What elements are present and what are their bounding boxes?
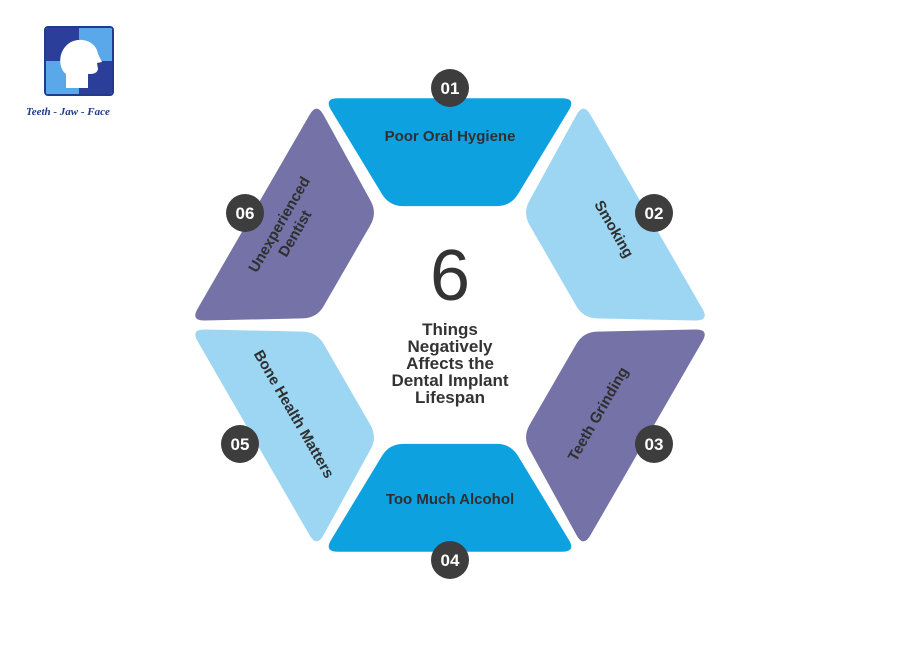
segment-01: Poor Oral Hygiene 01 xyxy=(328,69,572,207)
logo-mark xyxy=(44,26,114,96)
segment-shape xyxy=(526,108,705,321)
center-caption-line: Things xyxy=(422,320,478,339)
logo: Teeth - Jaw - Face xyxy=(20,26,140,126)
number-badge xyxy=(431,69,469,107)
number-badge xyxy=(635,425,673,463)
segment-04: Too Much Alcohol 04 xyxy=(328,443,572,579)
segment-shape xyxy=(328,443,572,552)
center-caption-line: Negatively xyxy=(407,337,493,356)
number-badge-label: 04 xyxy=(441,551,460,570)
center-caption-line: Affects the xyxy=(406,354,494,373)
number-badge-label: 02 xyxy=(645,204,664,223)
center-hexagon xyxy=(320,210,580,440)
number-badge-label: 06 xyxy=(236,204,255,223)
number-badge xyxy=(635,194,673,232)
center-caption-line: Dental Implant xyxy=(391,371,508,390)
number-badge-label: 01 xyxy=(441,79,460,98)
center-number: 6 xyxy=(430,236,470,316)
number-badge xyxy=(431,541,469,579)
segment-shape xyxy=(195,108,374,321)
segment-shape xyxy=(195,329,374,542)
number-badge xyxy=(221,425,259,463)
number-badge-label: 05 xyxy=(231,435,250,454)
segment-shape xyxy=(526,329,705,542)
head-profile-icon xyxy=(46,28,112,94)
number-badge xyxy=(226,194,264,232)
segment-label: Poor Oral Hygiene xyxy=(385,128,516,145)
number-badge-label: 03 xyxy=(645,435,664,454)
segment-label: Too Much Alcohol xyxy=(386,491,514,508)
logo-tagline: Teeth - Jaw - Face xyxy=(26,106,110,118)
center-caption-line: Lifespan xyxy=(415,388,485,407)
segment-shape xyxy=(328,98,572,207)
